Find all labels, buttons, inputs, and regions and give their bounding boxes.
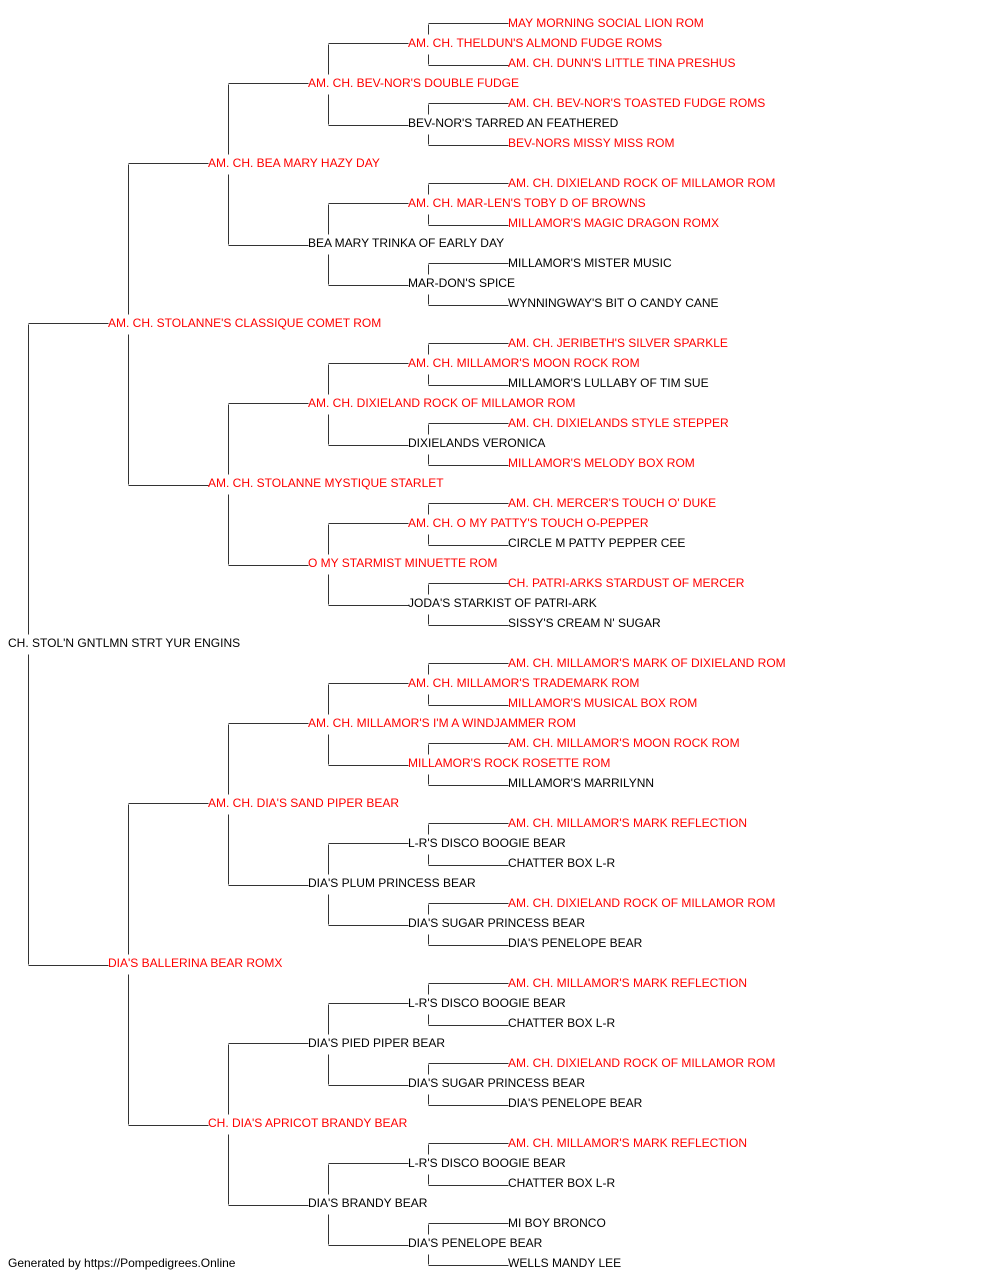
pedigree-name-7: BEV-NOR'S TARRED AN FEATHERED: [408, 116, 619, 130]
pedigree-name-8: AM. CH. BEV-NOR'S TOASTED FUDGE ROMS: [508, 96, 765, 110]
pedigree-name-46: AM. CH. DIXIELAND ROCK OF MILLAMOR ROM: [508, 896, 775, 910]
pedigree-connectors: [28, 23, 509, 1266]
pedigree-name-53: DIA'S SUGAR PRINCESS BEAR: [408, 1076, 585, 1090]
pedigree-name-2: AM. CH. BEA MARY HAZY DAY: [208, 156, 380, 170]
pedigree-name-6: AM. CH. DUNN'S LITTLE TINA PRESHUS: [508, 56, 735, 70]
pedigree-name-17: AM. CH. STOLANNE MYSTIQUE STARLET: [208, 476, 444, 490]
pedigree-name-47: DIA'S PENELOPE BEAR: [508, 936, 643, 950]
pedigree-name-51: AM. CH. MILLAMOR'S MARK REFLECTION: [508, 976, 747, 990]
pedigree-name-61: MI BOY BRONCO: [508, 1216, 606, 1230]
pedigree-name-4: AM. CH. THELDUN'S ALMOND FUDGE ROMS: [408, 36, 662, 50]
pedigree-name-27: AM. CH. MERCER'S TOUCH O' DUKE: [508, 496, 716, 510]
pedigree-name-20: AM. CH. JERIBETH'S SILVER SPARKLE: [508, 336, 728, 350]
pedigree-name-16: WYNNINGWAY'S BIT O CANDY CANE: [508, 296, 719, 310]
pedigree-name-24: MILLAMOR'S MELODY BOX ROM: [508, 456, 695, 470]
pedigree-name-42: L-R'S DISCO BOOGIE BEAR: [408, 836, 566, 850]
pedigree-name-54: AM. CH. DIXIELAND ROCK OF MILLAMOR ROM: [508, 1056, 775, 1070]
pedigree-name-52: CHATTER BOX L-R: [508, 1016, 615, 1030]
pedigree-name-26: AM. CH. O MY PATTY'S TOUCH O-PEPPER: [408, 516, 649, 530]
pedigree-name-36: AM. CH. MILLAMOR'S MARK OF DIXIELAND ROM: [508, 656, 786, 670]
pedigree-name-9: BEV-NORS MISSY MISS ROM: [508, 136, 674, 150]
pedigree-name-10: BEA MARY TRINKA OF EARLY DAY: [308, 236, 504, 250]
pedigree-name-58: AM. CH. MILLAMOR'S MARK REFLECTION: [508, 1136, 747, 1150]
pedigree-name-56: DIA'S BRANDY BEAR: [308, 1196, 428, 1210]
pedigree-name-59: CHATTER BOX L-R: [508, 1176, 615, 1190]
pedigree-name-32: DIA'S BALLERINA BEAR ROMX: [108, 956, 282, 970]
pedigree-name-34: AM. CH. MILLAMOR'S I'M A WINDJAMMER ROM: [308, 716, 576, 730]
pedigree-name-62: WELLS MANDY LEE: [508, 1256, 621, 1270]
pedigree-name-40: MILLAMOR'S MARRILYNN: [508, 776, 654, 790]
pedigree-name-31: SISSY'S CREAM N' SUGAR: [508, 616, 661, 630]
pedigree-name-12: AM. CH. DIXIELAND ROCK OF MILLAMOR ROM: [508, 176, 775, 190]
pedigree-name-25: O MY STARMIST MINUETTE ROM: [308, 556, 497, 570]
pedigree-name-60: DIA'S PENELOPE BEAR: [408, 1236, 543, 1250]
footer-credit: Generated by https://Pompedigrees.Online: [8, 1256, 236, 1270]
pedigree-name-55: DIA'S PENELOPE BEAR: [508, 1096, 643, 1110]
pedigree-name-33: AM. CH. DIA'S SAND PIPER BEAR: [208, 796, 399, 810]
pedigree-name-30: CH. PATRI-ARKS STARDUST OF MERCER: [508, 576, 745, 590]
pedigree-name-13: MILLAMOR'S MAGIC DRAGON ROMX: [508, 216, 719, 230]
pedigree-name-43: AM. CH. MILLAMOR'S MARK REFLECTION: [508, 816, 747, 830]
pedigree-name-15: MILLAMOR'S MISTER MUSIC: [508, 256, 672, 270]
pedigree-name-14: MAR-DON'S SPICE: [408, 276, 515, 290]
pedigree-name-39: AM. CH. MILLAMOR'S MOON ROCK ROM: [508, 736, 740, 750]
pedigree-name-18: AM. CH. DIXIELAND ROCK OF MILLAMOR ROM: [308, 396, 575, 410]
pedigree-name-50: L-R'S DISCO BOOGIE BEAR: [408, 996, 566, 1010]
pedigree-name-21: MILLAMOR'S LULLABY OF TIM SUE: [508, 376, 709, 390]
pedigree-name-5: MAY MORNING SOCIAL LION ROM: [508, 16, 704, 30]
pedigree-names: CH. STOL'N GNTLMN STRT YUR ENGINS AM. CH.…: [8, 16, 786, 1270]
pedigree-name-45: DIA'S SUGAR PRINCESS BEAR: [408, 916, 585, 930]
pedigree-name-49: DIA'S PIED PIPER BEAR: [308, 1036, 445, 1050]
pedigree-name-35: AM. CH. MILLAMOR'S TRADEMARK ROM: [408, 676, 639, 690]
pedigree-name-38: MILLAMOR'S ROCK ROSETTE ROM: [408, 756, 610, 770]
pedigree-name-44: CHATTER BOX L-R: [508, 856, 615, 870]
pedigree-name-22: DIXIELANDS VERONICA: [408, 436, 545, 450]
pedigree-name-48: CH. DIA'S APRICOT BRANDY BEAR: [208, 1116, 408, 1130]
pedigree-name-28: CIRCLE M PATTY PEPPER CEE: [508, 536, 685, 550]
pedigree-name-23: AM. CH. DIXIELANDS STYLE STEPPER: [508, 416, 729, 430]
pedigree-name-1: AM. CH. STOLANNE'S CLASSIQUE COMET ROM: [108, 316, 381, 330]
pedigree-name-19: AM. CH. MILLAMOR'S MOON ROCK ROM: [408, 356, 640, 370]
pedigree-name-3: AM. CH. BEV-NOR'S DOUBLE FUDGE: [308, 76, 519, 90]
pedigree-name-29: JODA'S STARKIST OF PATRI-ARK: [408, 596, 597, 610]
pedigree-name-11: AM. CH. MAR-LEN'S TOBY D OF BROWNS: [408, 196, 646, 210]
pedigree-name-57: L-R'S DISCO BOOGIE BEAR: [408, 1156, 566, 1170]
pedigree-name-41: DIA'S PLUM PRINCESS BEAR: [308, 876, 476, 890]
pedigree-name-37: MILLAMOR'S MUSICAL BOX ROM: [508, 696, 697, 710]
pedigree-name-0: CH. STOL'N GNTLMN STRT YUR ENGINS: [8, 636, 240, 650]
